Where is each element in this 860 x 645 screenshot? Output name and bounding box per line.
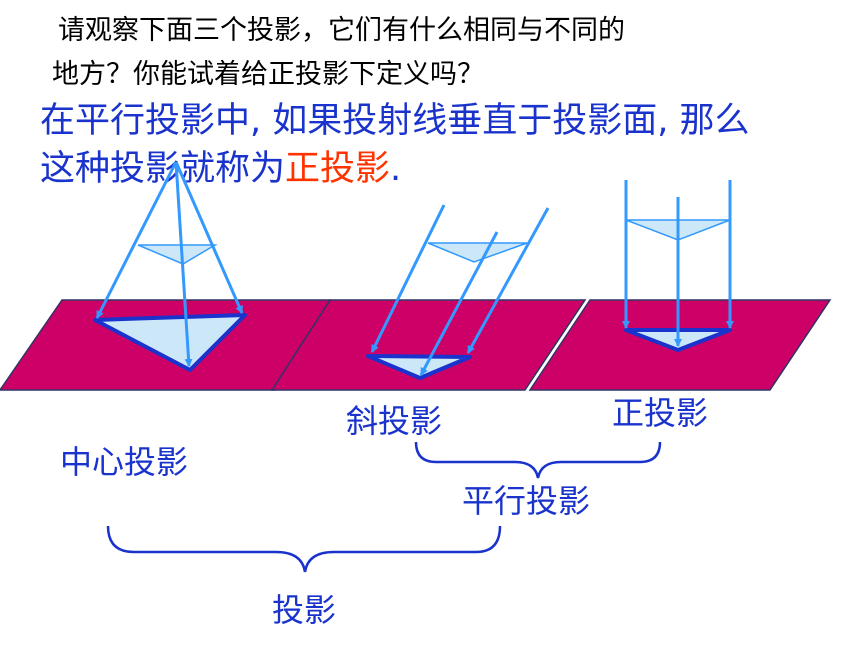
definition-line-2: 这种投影就称为正投影. bbox=[40, 140, 401, 191]
central-ray-1 bbox=[95, 161, 178, 319]
label-parallel-projection: 平行投影 bbox=[462, 482, 591, 520]
oblique-ray-3 bbox=[419, 231, 499, 376]
label-central-projection: 中心投影 bbox=[60, 443, 189, 481]
definition-highlight: 正投影 bbox=[285, 149, 391, 189]
definition-suffix: . bbox=[390, 149, 402, 189]
orthographic-projection bbox=[622, 180, 734, 352]
oblique-ray-2 bbox=[466, 207, 550, 354]
oblique-shadow-triangle bbox=[366, 354, 472, 380]
plane-oblique bbox=[270, 299, 587, 391]
oblique-projection bbox=[366, 204, 550, 380]
question-line-1: 请观察下面三个投影，它们有什么相同与不同的 bbox=[58, 15, 625, 46]
label-oblique-projection: 斜投影 bbox=[346, 402, 443, 440]
projection-brace bbox=[106, 525, 502, 573]
definition-prefix: 这种投影就称为 bbox=[40, 149, 286, 189]
oblique-object-triangle bbox=[427, 242, 528, 263]
central-ray-2 bbox=[174, 161, 244, 314]
parallel-brace bbox=[414, 441, 662, 479]
question-line-2: 地方？你能试着给正投影下定义吗？ bbox=[52, 59, 484, 90]
central-projection bbox=[93, 161, 247, 372]
label-orthographic-projection: 正投影 bbox=[612, 394, 709, 432]
central-object-triangle bbox=[137, 244, 218, 265]
central-shadow-triangle bbox=[93, 313, 247, 372]
definition-line-1: 在平行投影中, 如果投射线垂直于投影面, 那么 bbox=[40, 101, 750, 141]
central-ray-3 bbox=[174, 161, 193, 367]
label-projection: 投影 bbox=[272, 591, 337, 629]
oblique-ray-1 bbox=[370, 204, 446, 353]
